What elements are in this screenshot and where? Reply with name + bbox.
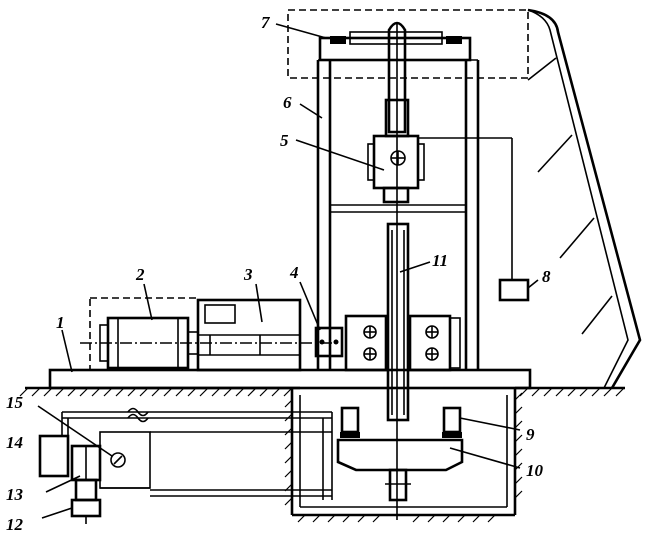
- callout-13: 13: [6, 485, 24, 504]
- safety-shield: [527, 8, 642, 389]
- callout-5: 5: [280, 131, 289, 150]
- callout-2: 2: [135, 265, 145, 284]
- specimen-tube: [386, 222, 410, 422]
- hydraulic-lines: [61, 407, 333, 500]
- top-crosshead: [287, 9, 529, 79]
- signal-unit: [498, 278, 530, 302]
- pump: [70, 444, 102, 482]
- base-plate: [48, 368, 532, 390]
- callout-8: 8: [542, 267, 551, 286]
- callout-7: 7: [261, 13, 271, 32]
- lower-crosshead: [336, 438, 464, 502]
- callout-15: 15: [6, 393, 24, 412]
- lower-supports: [340, 406, 462, 438]
- hydraulic-tank: [38, 434, 70, 478]
- callout-1: 1: [56, 313, 65, 332]
- sensor-cable: [418, 137, 513, 280]
- callout-9: 9: [526, 425, 535, 444]
- callout-12: 12: [6, 515, 24, 534]
- column-frame: [316, 59, 480, 370]
- callout-10: 10: [526, 461, 544, 480]
- callout-11: 11: [432, 251, 448, 270]
- gear-reducer: [196, 298, 302, 372]
- callout-4: 4: [289, 263, 299, 282]
- callout-14: 14: [6, 433, 23, 452]
- upper-chuck: [367, 134, 425, 204]
- lower-clamp-block: [344, 314, 461, 372]
- leader-lines: [37, 23, 539, 519]
- callout-3: 3: [243, 265, 253, 284]
- pressure-gauge: [110, 452, 126, 468]
- pump-motor: [70, 478, 102, 524]
- callout-6: 6: [283, 93, 292, 112]
- motor: [89, 297, 199, 371]
